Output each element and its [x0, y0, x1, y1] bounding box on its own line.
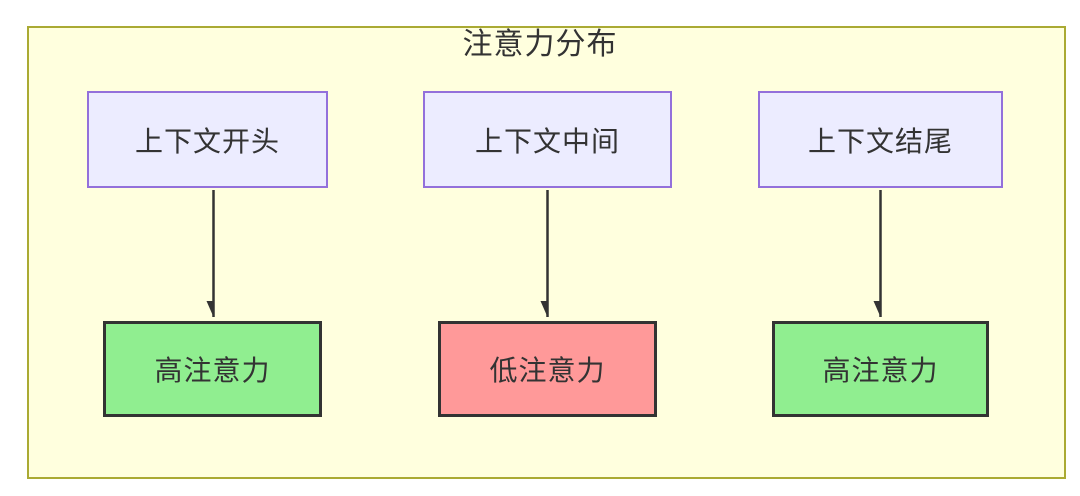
- diagram-title: 注意力分布: [462, 28, 618, 61]
- node-high-attention-2: 高注意力: [772, 321, 989, 417]
- node-context-start-label: 上下文开头: [134, 125, 280, 157]
- node-context-middle-label: 上下文中间: [474, 125, 620, 157]
- node-context-start: 上下文开头: [87, 91, 328, 188]
- node-context-middle: 上下文中间: [423, 91, 672, 188]
- node-high-attention-2-label: 高注意力: [822, 355, 939, 386]
- node-high-attention-1-label: 高注意力: [154, 355, 271, 386]
- node-context-end: 上下文结尾: [758, 91, 1003, 188]
- node-high-attention-1: 高注意力: [103, 321, 322, 417]
- node-context-end-label: 上下文结尾: [807, 125, 953, 157]
- node-low-attention-label: 低注意力: [489, 355, 606, 386]
- node-low-attention: 低注意力: [438, 321, 657, 417]
